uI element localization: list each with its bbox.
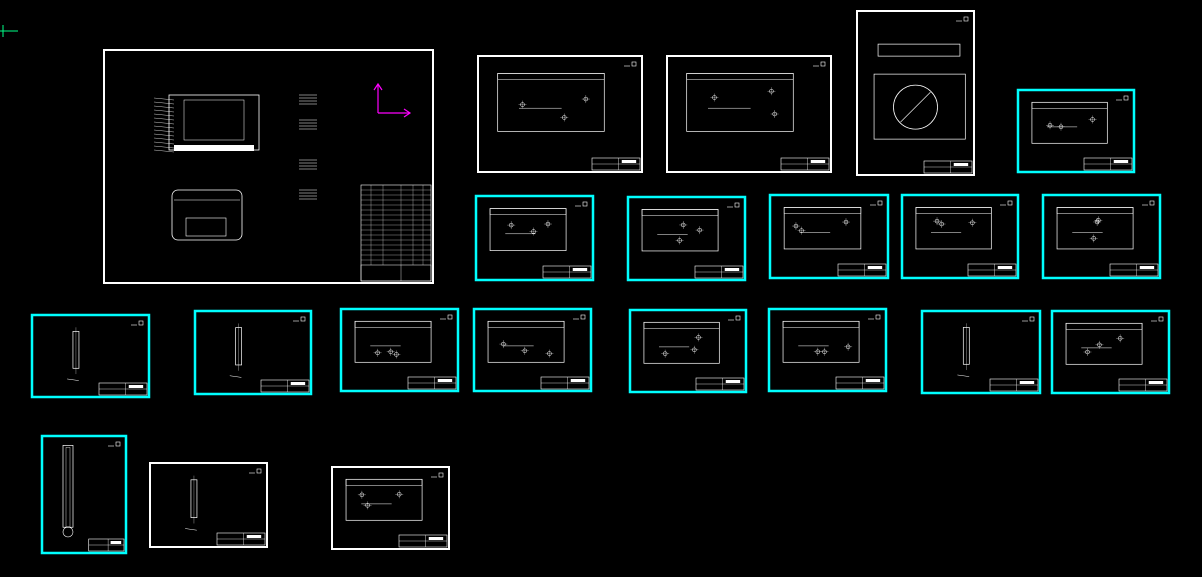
part-drawing-icon	[641, 202, 744, 279]
sheet-frame	[856, 10, 975, 176]
part-drawing-icon	[1065, 316, 1168, 392]
part-drawing-icon	[489, 201, 592, 279]
part-drawing-icon	[497, 61, 641, 171]
sheet-frame	[474, 194, 595, 282]
part-drawing-icon	[783, 200, 887, 277]
sheet-row2-d[interactable]	[900, 193, 1020, 280]
sheet-row1-a[interactable]	[477, 55, 643, 173]
sheet-frame	[768, 193, 890, 280]
sheet-frame	[331, 466, 450, 550]
part-drawing-icon	[345, 472, 448, 548]
sheet-row2-a[interactable]	[474, 194, 595, 282]
part-drawing-icon	[67, 320, 148, 396]
sheet-row1-d[interactable]	[1016, 88, 1136, 174]
sheet-row2-e[interactable]	[1041, 193, 1162, 280]
sheet-row3-b[interactable]	[193, 309, 313, 396]
sheet-row4-b[interactable]	[149, 462, 268, 548]
part-drawing-icon	[229, 316, 310, 393]
part-drawing-icon	[643, 315, 745, 391]
sheet-frame	[666, 55, 832, 173]
sheet-frame	[30, 313, 151, 399]
assembly-drawing[interactable]	[103, 49, 434, 284]
ucs-arrow-icon	[373, 82, 412, 118]
sheet-row3-d[interactable]	[472, 307, 593, 393]
part-drawing-icon	[185, 468, 266, 546]
sheet-frame	[900, 193, 1020, 280]
sheet-frame	[40, 434, 128, 555]
sheet-frame	[767, 307, 888, 393]
part-drawing-icon	[873, 16, 973, 174]
sheet-row1-b[interactable]	[666, 55, 832, 173]
sheet-frame	[472, 307, 593, 393]
crosshair-cursor-icon	[0, 25, 18, 37]
sheet-row3-h[interactable]	[1050, 309, 1171, 395]
sheet-row1-c[interactable]	[856, 10, 975, 176]
sheet-row2-b[interactable]	[626, 195, 747, 282]
part-drawing-icon	[487, 314, 590, 390]
part-drawing-icon	[957, 316, 1039, 392]
sheet-frame	[1041, 193, 1162, 280]
sheet-row4-c[interactable]	[331, 466, 450, 550]
sheet-row3-e[interactable]	[628, 308, 748, 394]
sheet-frame	[149, 462, 268, 548]
sheet-row2-c[interactable]	[768, 193, 890, 280]
sheet-frame	[339, 307, 460, 393]
part-drawing-icon	[686, 61, 830, 171]
sheet-frame	[103, 49, 434, 284]
sheet-frame	[626, 195, 747, 282]
sheet-frame	[628, 308, 748, 394]
sheet-row3-f[interactable]	[767, 307, 888, 393]
sheet-row3-g[interactable]	[920, 309, 1042, 395]
part-drawing-icon	[915, 200, 1017, 277]
part-drawing-icon	[1056, 200, 1159, 277]
sheet-frame	[1016, 88, 1136, 174]
sheet-frame	[1050, 309, 1171, 395]
part-drawing-icon	[1031, 95, 1133, 171]
sheet-row4-a[interactable]	[40, 434, 128, 555]
part-drawing-icon	[354, 314, 457, 390]
sheet-frame	[193, 309, 313, 396]
part-drawing-icon	[62, 441, 125, 552]
sheet-row3-a[interactable]	[30, 313, 151, 399]
sheet-row3-c[interactable]	[339, 307, 460, 393]
sheet-frame	[477, 55, 643, 173]
sheet-frame	[920, 309, 1042, 395]
assembly-icon	[153, 94, 432, 282]
part-drawing-icon	[782, 314, 885, 390]
